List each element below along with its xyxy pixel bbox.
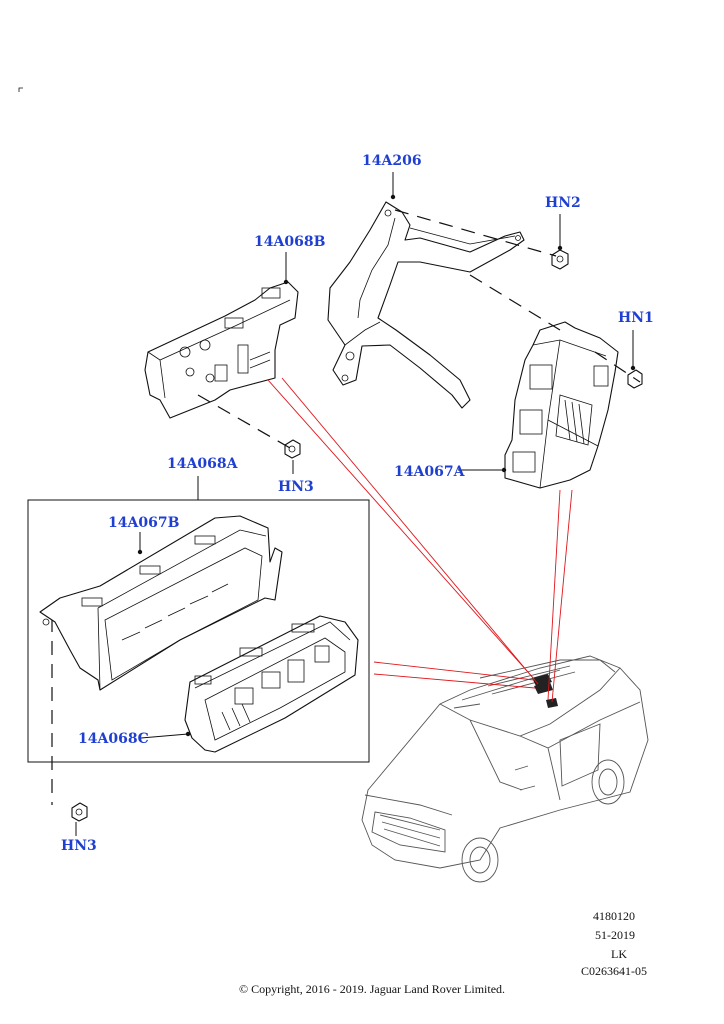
callout-14A068A[interactable]: 14A068A bbox=[167, 456, 239, 472]
fixing-line-hn3-upper bbox=[197, 394, 291, 449]
fixing-line-bracket-module bbox=[469, 274, 561, 331]
nut-hn2-part bbox=[551, 249, 569, 270]
fixing-line-hn2 bbox=[394, 209, 557, 257]
callout-14A068C[interactable]: 14A068C bbox=[78, 731, 149, 747]
callout-14A067A[interactable]: 14A067A bbox=[394, 464, 466, 480]
leader-lines bbox=[75, 172, 636, 836]
vehicle-outline bbox=[361, 655, 649, 883]
callout-HN2[interactable]: HN2 bbox=[545, 195, 581, 211]
callout-HN1[interactable]: HN1 bbox=[618, 310, 654, 326]
fixing-line-hn1 bbox=[594, 351, 641, 383]
callout-14A206[interactable]: 14A206 bbox=[362, 153, 422, 169]
corner-mark bbox=[18, 87, 23, 92]
fuse-box-14A068C-part bbox=[184, 615, 359, 753]
callout-HN3-upper[interactable]: HN3 bbox=[278, 479, 314, 495]
callout-14A067B[interactable]: 14A067B bbox=[108, 515, 180, 531]
ref-market: LK bbox=[611, 947, 627, 961]
callout-14A068B[interactable]: 14A068B bbox=[254, 234, 326, 250]
cover-14A067B-part bbox=[39, 515, 283, 691]
nut-hn3-upper-part bbox=[284, 439, 301, 459]
callout-HN3-lower[interactable]: HN3 bbox=[61, 838, 97, 854]
bracket-14A206-part bbox=[327, 201, 525, 409]
locator-lines bbox=[267, 377, 573, 703]
ref-range: 51-2019 bbox=[595, 928, 635, 942]
copyright-text: © Copyright, 2016 - 2019. Jaguar Land Ro… bbox=[239, 982, 505, 996]
nut-hn3-lower-part bbox=[71, 802, 88, 822]
fuse-box-14A068B-part bbox=[144, 281, 299, 419]
ref-code: C0263641-05 bbox=[581, 964, 647, 978]
module-14A067A-part bbox=[504, 321, 619, 489]
ref-number: 4180120 bbox=[593, 909, 635, 923]
